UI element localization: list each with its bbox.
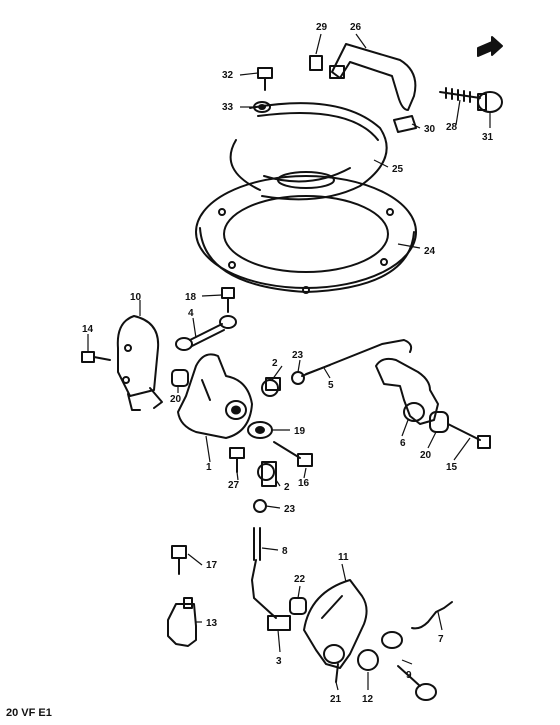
part-19-washer bbox=[247, 421, 273, 439]
callout-23-lower: 23 bbox=[284, 504, 296, 515]
part-1-cam bbox=[177, 353, 253, 439]
part-14-bolt bbox=[81, 351, 111, 363]
callout-4: 4 bbox=[188, 308, 194, 319]
part-4-link bbox=[175, 315, 237, 351]
callout-24: 24 bbox=[424, 246, 436, 257]
part-23-nut-upper bbox=[291, 371, 305, 385]
part-22-spacer bbox=[289, 597, 307, 615]
callout-28: 28 bbox=[446, 122, 458, 133]
callout-27: 27 bbox=[228, 480, 240, 491]
callout-10: 10 bbox=[130, 292, 142, 303]
part-12-spacer bbox=[357, 649, 379, 671]
part-16-bolt bbox=[273, 441, 313, 467]
callout-20-right: 20 bbox=[420, 450, 432, 461]
part-30-pad bbox=[393, 115, 417, 133]
callout-25: 25 bbox=[392, 164, 404, 175]
callout-29: 29 bbox=[316, 22, 328, 33]
callout-33: 33 bbox=[222, 102, 234, 113]
part-31-knob bbox=[477, 91, 503, 113]
part-27-screw bbox=[229, 447, 245, 473]
callout-12: 12 bbox=[362, 694, 374, 705]
callout-21: 21 bbox=[330, 694, 342, 705]
part-15-bolt bbox=[447, 423, 491, 449]
part-2-joint-upper bbox=[261, 377, 281, 397]
part-32-bolt bbox=[257, 67, 273, 91]
callout-3: 3 bbox=[276, 656, 282, 667]
part-10-plate bbox=[116, 315, 163, 411]
callout-22: 22 bbox=[294, 574, 306, 585]
callout-19: 19 bbox=[294, 426, 306, 437]
callout-6: 6 bbox=[400, 438, 406, 449]
callout-14: 14 bbox=[82, 324, 94, 335]
callout-16: 16 bbox=[298, 478, 310, 489]
part-25-ring bbox=[229, 102, 388, 201]
part-7-spring bbox=[411, 601, 453, 630]
part-23-nut-lower bbox=[253, 499, 267, 513]
part-5-rod bbox=[301, 339, 413, 377]
callout-20-left: 20 bbox=[170, 394, 182, 405]
leader-lines bbox=[87, 33, 491, 691]
callout-9: 9 bbox=[406, 670, 412, 681]
callout-8: 8 bbox=[282, 546, 288, 557]
callout-5: 5 bbox=[328, 380, 334, 391]
part-29-nut bbox=[309, 55, 323, 71]
callout-2-upper: 2 bbox=[272, 358, 278, 369]
part-21-screw bbox=[335, 663, 339, 683]
part-8-rod bbox=[251, 527, 277, 619]
part-6-arm bbox=[375, 357, 439, 425]
part-9-pin bbox=[381, 631, 437, 701]
part-28-screw bbox=[439, 87, 481, 103]
part-20-spacer bbox=[171, 369, 189, 387]
callouts: 29 26 32 33 30 28 31 25 24 10 18 4 14 2 … bbox=[82, 22, 494, 705]
callout-15: 15 bbox=[446, 462, 458, 473]
callout-7: 7 bbox=[438, 634, 444, 645]
callout-32: 32 bbox=[222, 70, 234, 81]
part-3-joint bbox=[267, 615, 291, 631]
callout-26: 26 bbox=[350, 22, 362, 33]
callout-18: 18 bbox=[185, 292, 197, 303]
arrow-right-icon bbox=[477, 36, 503, 57]
figure-code: 20 VF E1 bbox=[6, 707, 52, 719]
part-26-bracket bbox=[329, 43, 417, 111]
part-13-bracket bbox=[167, 597, 197, 647]
callout-17: 17 bbox=[206, 560, 218, 571]
callout-30: 30 bbox=[424, 124, 436, 135]
part-24-base-plate bbox=[195, 175, 417, 294]
part-18-screw bbox=[221, 287, 235, 313]
callout-13: 13 bbox=[206, 618, 218, 629]
callout-2-lower: 2 bbox=[284, 482, 290, 493]
callout-1: 1 bbox=[206, 462, 212, 473]
part-17-bolt bbox=[171, 545, 187, 575]
callout-11: 11 bbox=[338, 552, 349, 563]
part-11-lever bbox=[303, 579, 368, 669]
callout-31: 31 bbox=[482, 132, 494, 143]
callout-23-upper: 23 bbox=[292, 350, 304, 361]
part-20-spacer-right bbox=[429, 411, 449, 433]
part-2-joint-lower bbox=[257, 461, 277, 487]
